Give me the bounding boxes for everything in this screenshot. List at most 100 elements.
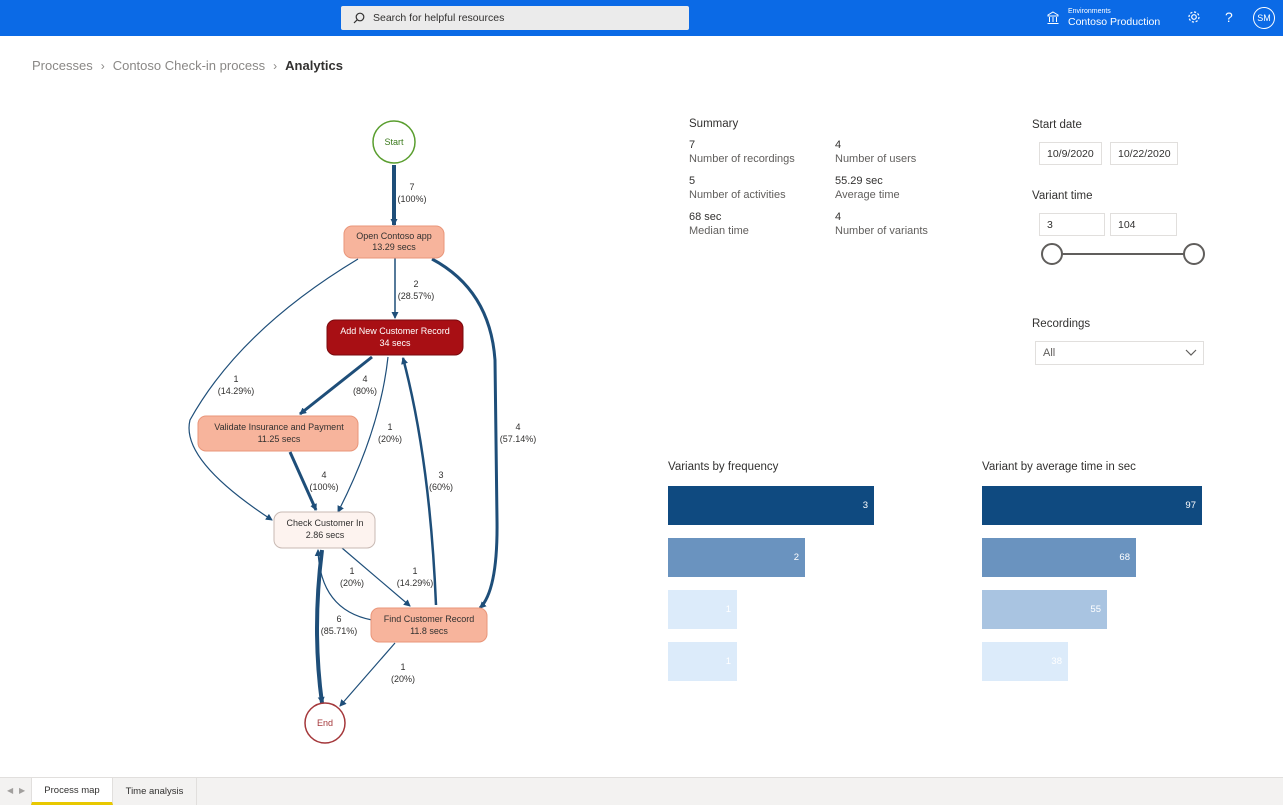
tab-process-map[interactable]: Process map xyxy=(31,778,113,805)
tab-time-analysis[interactable]: Time analysis xyxy=(113,778,197,805)
start-date-label: Start date xyxy=(1032,119,1082,131)
edge-label-pct: (14.29%) xyxy=(397,578,434,588)
node-time: 34 secs xyxy=(379,338,411,348)
environment-icon xyxy=(1047,11,1059,24)
environment-picker[interactable]: Environments Contoso Production xyxy=(1046,5,1160,31)
edge-label-count: 1 xyxy=(233,374,238,384)
stat-label: Average time xyxy=(835,189,900,201)
tab-scroll-right-icon[interactable]: ▶ xyxy=(19,786,26,795)
node-start-label: Start xyxy=(384,137,404,147)
stat-variants: 4 Number of variants xyxy=(835,211,975,237)
chart-bar-value: 38 xyxy=(1051,656,1062,667)
edge-label-count: 2 xyxy=(413,279,418,289)
edge-label-pct: (57.14%) xyxy=(500,434,537,444)
stat-median-time: 68 sec Median time xyxy=(689,211,829,237)
edge-add-check xyxy=(337,356,389,513)
chart-bar-value: 2 xyxy=(793,552,799,563)
node-time: 2.86 secs xyxy=(306,530,345,540)
chart-bar[interactable] xyxy=(668,590,737,629)
edge-label-pct: (60%) xyxy=(429,482,453,492)
edge-label-pct: (20%) xyxy=(340,578,364,588)
edge-label-count: 7 xyxy=(409,182,414,192)
variant-time-label: Variant time xyxy=(1032,190,1093,202)
node-label: Find Customer Record xyxy=(384,614,475,624)
chevron-right-icon: › xyxy=(273,58,278,73)
chevron-right-icon: › xyxy=(100,58,105,73)
user-avatar[interactable]: SM xyxy=(1253,7,1275,29)
node-label: Check Customer In xyxy=(286,518,363,528)
chart-bar[interactable] xyxy=(982,642,1068,681)
variant-time-max-input[interactable]: 104 xyxy=(1110,213,1177,236)
stat-value: 4 xyxy=(835,139,842,151)
variant-time-min-input[interactable]: 3 xyxy=(1039,213,1105,236)
stat-activities: 5 Number of activities xyxy=(689,175,829,201)
edge-label-pct: (14.29%) xyxy=(218,386,255,396)
node-open-contoso-app[interactable]: Open Contoso app 13.29 secs xyxy=(343,225,445,259)
edge-label-count: 4 xyxy=(362,374,367,384)
chart-bar[interactable] xyxy=(668,486,874,525)
recordings-selected-value: All xyxy=(1043,347,1056,359)
node-start[interactable]: Start xyxy=(372,120,416,164)
edge-label-count: 3 xyxy=(438,470,443,480)
stat-value: 5 xyxy=(689,175,696,187)
edge-label-count: 1 xyxy=(387,422,392,432)
chart-title-average-time: Variant by average time in sec xyxy=(982,461,1136,473)
edge-label-count: 1 xyxy=(412,566,417,576)
stat-label: Number of activities xyxy=(689,189,786,201)
process-map[interactable]: Start Open Contoso app 13.29 secs Add Ne… xyxy=(0,100,620,760)
edge-label-pct: (100%) xyxy=(309,482,338,492)
edge-label-pct: (80%) xyxy=(353,386,377,396)
chart-bar[interactable] xyxy=(982,538,1136,577)
node-time: 11.8 secs xyxy=(410,626,448,636)
chart-bar[interactable] xyxy=(668,642,737,681)
node-time: 11.25 secs xyxy=(258,434,301,444)
stat-value: 7 xyxy=(689,139,696,151)
node-end[interactable]: End xyxy=(304,702,346,744)
node-time: 13.29 secs xyxy=(372,242,416,252)
top-bar: Search for helpful resources Environment… xyxy=(0,0,1283,36)
chart-bar-value: 68 xyxy=(1119,552,1130,563)
stat-value: 4 xyxy=(835,211,842,223)
start-date-to-input[interactable]: 10/22/2020 xyxy=(1110,142,1178,165)
chart-bar[interactable] xyxy=(982,590,1107,629)
edge-open-find xyxy=(431,257,499,610)
node-find-customer-record[interactable]: Find Customer Record 11.8 secs xyxy=(370,607,488,643)
chart-bar-value: 1 xyxy=(725,656,731,667)
stat-average-time: 55.29 sec Average time xyxy=(835,175,975,201)
recordings-dropdown[interactable]: All xyxy=(1035,341,1204,365)
node-validate-insurance-and-payment[interactable]: Validate Insurance and Payment 11.25 sec… xyxy=(197,415,359,452)
edge-check-end xyxy=(315,549,325,704)
edge-label-count: 4 xyxy=(515,422,520,432)
chart-bar-value: 1 xyxy=(725,604,731,615)
node-check-customer-in[interactable]: Check Customer In 2.86 secs xyxy=(273,511,376,549)
stat-value: 55.29 sec xyxy=(835,175,883,187)
edge-open-check xyxy=(188,258,359,521)
bottom-tab-bar: ◀ ▶ Process map Time analysis xyxy=(0,777,1283,805)
stat-recordings: 7 Number of recordings xyxy=(689,139,829,165)
stat-users: 4 Number of users xyxy=(835,139,975,165)
chart-bar[interactable] xyxy=(668,538,805,577)
edge-label-count: 6 xyxy=(336,614,341,624)
slider-handle-max xyxy=(1183,243,1205,265)
start-date-from-input[interactable]: 10/9/2020 xyxy=(1039,142,1102,165)
stat-label: Median time xyxy=(689,225,749,237)
stat-value: 68 sec xyxy=(689,211,722,223)
stat-label: Number of variants xyxy=(835,225,928,237)
breadcrumb-process[interactable]: Contoso Check-in process xyxy=(112,58,266,73)
node-add-new-customer-record[interactable]: Add New Customer Record 34 secs xyxy=(326,319,464,356)
edge-find-end xyxy=(339,642,396,707)
stat-label: Number of users xyxy=(835,153,917,165)
edge-label-pct: (28.57%) xyxy=(398,291,435,301)
search-icon xyxy=(353,12,365,24)
search-box[interactable]: Search for helpful resources xyxy=(341,6,689,30)
edge-label-pct: (20%) xyxy=(391,674,415,684)
recordings-label: Recordings xyxy=(1032,318,1091,330)
breadcrumb-processes[interactable]: Processes xyxy=(32,58,93,73)
help-icon[interactable]: ? xyxy=(1222,9,1236,25)
tab-scroll-left-icon[interactable]: ◀ xyxy=(7,786,14,795)
chart-bar[interactable] xyxy=(982,486,1202,525)
settings-gear-icon[interactable] xyxy=(1186,9,1202,25)
summary-panel: Summary 7 Number of recordings 4 Number … xyxy=(689,118,928,237)
variant-time-slider[interactable] xyxy=(1038,241,1210,267)
svg-text:?: ? xyxy=(1225,9,1233,25)
